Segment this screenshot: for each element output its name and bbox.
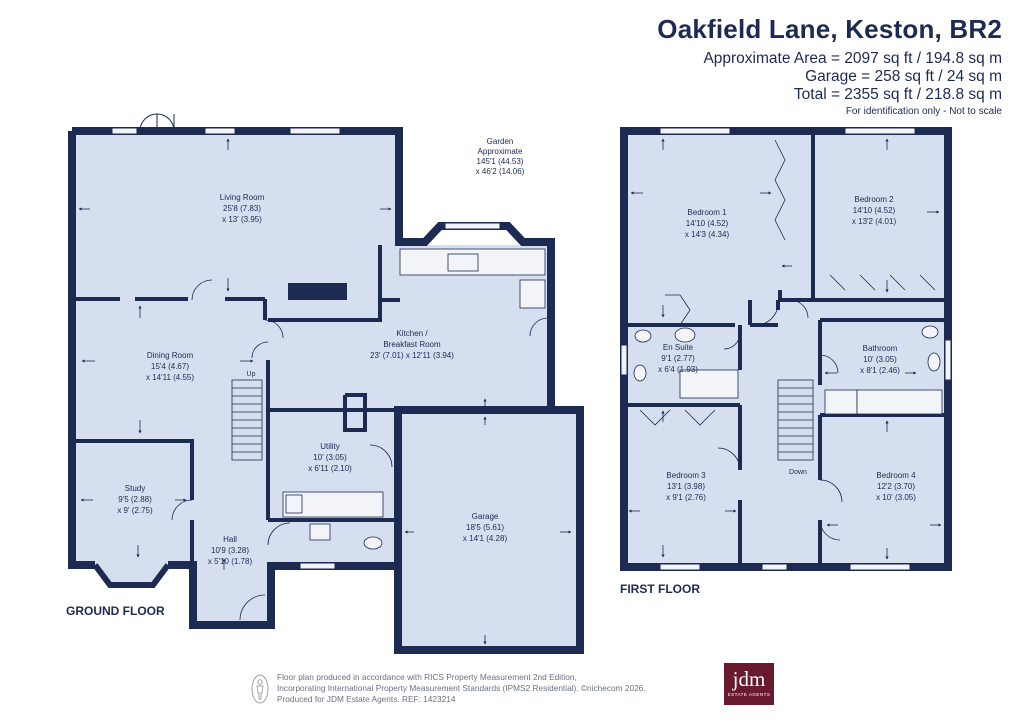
property-title: Oakfield Lane, Keston, BR2: [657, 14, 1002, 44]
study-area: [72, 441, 192, 565]
kitchen-dim: 23' (7.01) x 12'11 (3.94): [370, 351, 454, 360]
bathroom-dim2: x 8'1 (2.46): [860, 366, 900, 375]
hall-utility-area: [188, 410, 398, 570]
study-dim1: 9'5 (2.88): [118, 495, 152, 504]
ground-floor-plan: Living Room 25'8 (7.83) x 13' (3.95) Din…: [68, 113, 584, 654]
garage-dim1: 18'5 (5.61): [466, 523, 504, 532]
hall-dim1: 10'9 (3.28): [211, 546, 249, 555]
jdm-logo: jdm ESTATE AGENTS: [724, 663, 774, 705]
utility-dim1: 10' (3.05): [313, 453, 347, 462]
dining-room-dim1: 15'4 (4.67): [151, 362, 189, 371]
bedroom1-name: Bedroom 1: [687, 208, 727, 217]
kitchen-name-2: Breakfast Room: [383, 340, 441, 349]
garden-dim2: x 46'2 (14.06): [476, 167, 525, 176]
total-area: Total = 2355 sq ft / 218.8 sq m: [793, 86, 1002, 103]
garage-area: [398, 410, 580, 650]
first-floor-room-labels: Bedroom 1 14'10 (4.52) x 14'3 (4.34) Bed…: [658, 195, 916, 502]
bedroom4-dim1: 12'2 (3.70): [877, 482, 915, 491]
utility-dim2: x 6'11 (2.10): [308, 464, 352, 473]
garden-dim1: 145'1 (44.53): [477, 157, 524, 166]
bedroom3-dim1: 13'1 (3.98): [667, 482, 705, 491]
bedroom1-dim2: x 14'3 (4.34): [685, 230, 730, 239]
bathroom-dim1: 10' (3.05): [863, 355, 897, 364]
dining-room-dim2: x 14'11 (4.55): [146, 373, 194, 382]
hall-name: Hall: [223, 535, 237, 544]
footer-line-1: Floor plan produced in accordance with R…: [277, 672, 577, 682]
west-wall: [68, 131, 95, 569]
stairs-down-label: Down: [789, 469, 807, 476]
first-floor-area: [624, 131, 948, 567]
garden-name-2: Approximate: [478, 147, 523, 156]
bedroom4-dim2: x 10' (3.05): [876, 493, 916, 502]
bedroom1-dim1: 14'10 (4.52): [686, 219, 729, 228]
study-dim2: x 9' (2.75): [117, 506, 153, 515]
ground-floor-room-labels: Living Room 25'8 (7.83) x 13' (3.95) Din…: [117, 137, 524, 566]
bedroom2-name: Bedroom 2: [854, 195, 894, 204]
footer-disclaimer: Floor plan produced in accordance with R…: [277, 672, 646, 705]
ensuite-name: En Suite: [663, 343, 694, 352]
identification-note: For identification only - Not to scale: [845, 106, 1002, 117]
person-icon: [251, 674, 269, 704]
ensuite-dim1: 9'1 (2.77): [661, 354, 695, 363]
bedroom4-name: Bedroom 4: [876, 471, 916, 480]
ensuite-dim2: x 6'4 (1.93): [658, 365, 698, 374]
utility-name: Utility: [320, 442, 340, 451]
approximate-area: Approximate Area = 2097 sq ft / 194.8 sq…: [703, 50, 1002, 67]
garage-dim2: x 14'1 (4.28): [463, 534, 508, 543]
logo-subtext: ESTATE AGENTS: [727, 692, 771, 697]
north-wall: [72, 127, 555, 410]
kitchen-name: Kitchen /: [396, 329, 428, 338]
dining-room-name: Dining Room: [147, 351, 194, 360]
footer-line-2: Incorporating International Property Mea…: [277, 683, 646, 693]
bedroom2-dim1: 14'10 (4.52): [853, 206, 896, 215]
study-name: Study: [125, 484, 145, 493]
bedroom3-name: Bedroom 3: [666, 471, 706, 480]
garage-area: Garage = 258 sq ft / 24 sq m: [805, 68, 1002, 85]
footer-line-3: Produced for JDM Estate Agents. REF: 142…: [277, 694, 456, 704]
garage-name: Garage: [472, 512, 499, 521]
bedroom3-dim2: x 9'1 (2.76): [666, 493, 706, 502]
first-floor-label: FIRST FLOOR: [620, 582, 700, 596]
bedroom2-dim2: x 13'2 (4.01): [852, 217, 897, 226]
first-floor-plan: Bedroom 1 14'10 (4.52) x 14'3 (4.34) Bed…: [620, 127, 952, 571]
logo-text: jdm: [732, 667, 766, 691]
garden-name: Garden: [487, 137, 514, 146]
bathroom-name: Bathroom: [863, 344, 898, 353]
hall-dim2: x 5'10 (1.78): [208, 557, 253, 566]
living-room-dim1: 25'8 (7.83): [223, 204, 261, 213]
living-room-name: Living Room: [220, 193, 265, 202]
ground-floor-label: GROUND FLOOR: [66, 604, 165, 618]
stairs-up-label: Up: [247, 371, 256, 378]
porch-area: [193, 565, 271, 625]
living-room-dim2: x 13' (3.95): [222, 215, 262, 224]
south-wall: [168, 561, 398, 629]
study-bay-window: [92, 563, 171, 588]
